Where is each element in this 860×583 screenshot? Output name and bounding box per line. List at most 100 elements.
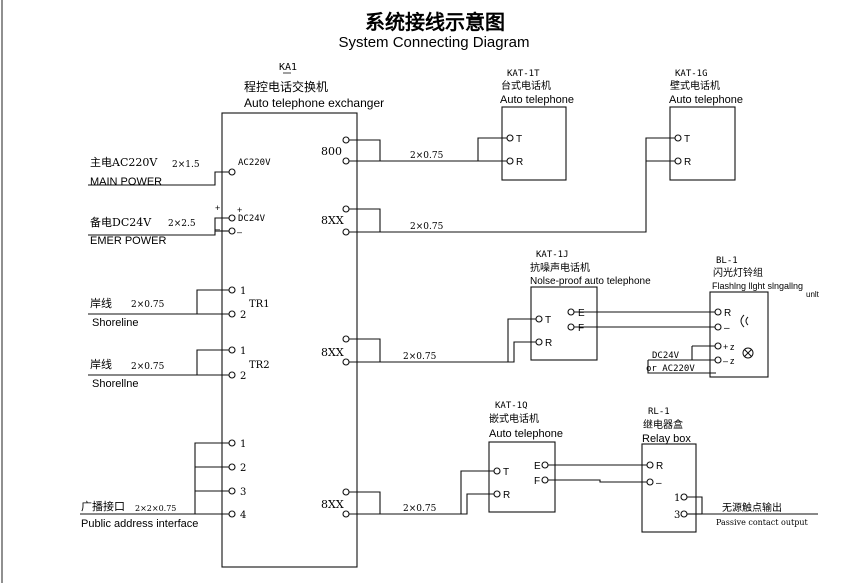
lamp-cross-b xyxy=(744,349,752,357)
tr1-label: TR1 xyxy=(249,299,270,310)
kat1j-pin-e: E xyxy=(578,308,585,319)
terminal xyxy=(493,490,501,498)
terminal xyxy=(228,214,236,222)
terminal xyxy=(541,461,549,469)
bl1-name-cn: 闪光灯铃组 xyxy=(713,266,763,279)
pa-pin3: 3 xyxy=(240,487,246,498)
wire-q-f xyxy=(547,479,648,483)
terminal xyxy=(674,157,682,165)
dc-plus: + xyxy=(237,205,242,215)
terminal xyxy=(228,310,236,318)
terminal xyxy=(342,205,350,213)
main-power-line xyxy=(88,171,229,186)
wire-out-1 xyxy=(686,496,818,515)
terminal xyxy=(714,356,722,364)
terminal xyxy=(535,315,543,323)
wire-8xx1-a xyxy=(349,137,676,233)
tr1-pin2: 2 xyxy=(240,310,246,321)
pa-en: Public address interface xyxy=(81,518,198,530)
shoreline2-branch xyxy=(196,349,229,375)
kat1q-pin-r: R xyxy=(503,490,510,501)
emer-power-cn: 备电DC24V xyxy=(90,215,152,229)
kat1g-name-cn: 壁式电话机 xyxy=(670,79,720,92)
bl1-supply-line2: or AC220V xyxy=(646,364,695,374)
cable-label-8xx3: 2×0.75 xyxy=(403,504,437,514)
shoreline2-spec: 2×0.75 xyxy=(131,362,165,372)
lamp-icon xyxy=(742,347,754,359)
terminal xyxy=(228,371,236,379)
kat1g-box xyxy=(669,106,736,181)
terminal xyxy=(228,510,236,518)
kat1g-name-en: Auto telephone xyxy=(669,94,743,106)
kat1g-pin-t: T xyxy=(684,134,690,145)
kat1j-pin-f: F xyxy=(578,323,584,334)
kat1q-pin-e: E xyxy=(534,461,541,472)
kat1j-name-en: Nolse-proof auto telephone xyxy=(530,276,651,287)
kat1j-pin-r: R xyxy=(545,338,552,349)
terminal xyxy=(535,338,543,346)
minus-sign: – xyxy=(215,224,220,234)
kat1t-box xyxy=(501,106,567,181)
rl1-box xyxy=(641,443,697,533)
terminal xyxy=(714,342,722,350)
kat1t-name-en: Auto telephone xyxy=(500,94,574,106)
rl1-name-en: Relay box xyxy=(642,433,691,445)
bl1-supply-plus: + xyxy=(723,342,728,352)
emer-power-en: EMER POWER xyxy=(90,235,166,247)
kat1j-code: KAT-1J xyxy=(536,250,569,260)
output-cn: 无源触点输出 xyxy=(722,501,782,514)
tr2-pin1: 1 xyxy=(240,346,246,357)
terminal xyxy=(342,228,350,236)
terminal xyxy=(342,157,350,165)
terminal xyxy=(493,467,501,475)
port-8xx-3: 8XX xyxy=(321,498,344,511)
shoreline1-spec: 2×0.75 xyxy=(131,300,165,310)
terminal xyxy=(342,510,350,518)
dc-terminal-label: DC24V xyxy=(238,214,266,224)
terminal xyxy=(714,323,722,331)
output-en: Passive contact output xyxy=(716,518,808,527)
shoreline2-en: Shorellne xyxy=(92,378,138,390)
kat1j-pin-t: T xyxy=(545,315,551,326)
rl1-pin-dash: – xyxy=(656,478,662,489)
bl1-supply-z2: z xyxy=(730,356,735,366)
terminal xyxy=(714,308,722,316)
rl1-pin-1: 1 xyxy=(674,493,680,504)
exchanger-box xyxy=(221,112,358,568)
kat1t-name-cn: 台式电话机 xyxy=(501,79,551,92)
kat1q-pin-f: F xyxy=(534,476,540,487)
wire-bl-supply-a xyxy=(647,360,716,374)
wire-8xx3-b xyxy=(349,493,495,515)
kat1j-box xyxy=(530,286,598,361)
pa-pin2: 2 xyxy=(240,463,246,474)
kat1g-code: KAT-1G xyxy=(675,69,708,79)
shoreline1-en: Shoreline xyxy=(92,317,138,329)
pa-spec: 2×2×0.75 xyxy=(135,504,176,513)
kat1q-name-en: Auto telephone xyxy=(489,428,563,440)
terminal xyxy=(342,488,350,496)
bl1-code: BL-1 xyxy=(716,256,738,266)
terminal xyxy=(228,463,236,471)
exchanger-code: KA1 xyxy=(279,62,297,73)
terminal xyxy=(342,335,350,343)
title-cn: 系统接线示意图 xyxy=(365,10,505,34)
kat1q-pin-t: T xyxy=(503,467,509,478)
terminal xyxy=(646,478,654,486)
kat1t-pin-r: R xyxy=(516,157,523,168)
kat1t-code: KAT-1T xyxy=(507,69,540,79)
terminal xyxy=(228,286,236,294)
port-8xx-1: 8XX xyxy=(321,214,344,227)
kat1q-box xyxy=(488,441,556,513)
terminal xyxy=(680,510,688,518)
pa-cn: 广播接口 xyxy=(81,499,125,513)
pa-pin4: 4 xyxy=(240,510,246,521)
bl1-pin-r: R xyxy=(724,308,731,319)
exchanger-name-cn: 程控电话交换机 xyxy=(244,79,328,94)
terminal xyxy=(646,461,654,469)
rl1-pin-r: R xyxy=(656,461,663,472)
terminal xyxy=(228,168,236,176)
rl1-name-cn: 继电器盒 xyxy=(643,418,683,431)
tr2-label: TR2 xyxy=(249,360,270,371)
bl1-supply-minus: – xyxy=(723,356,728,366)
